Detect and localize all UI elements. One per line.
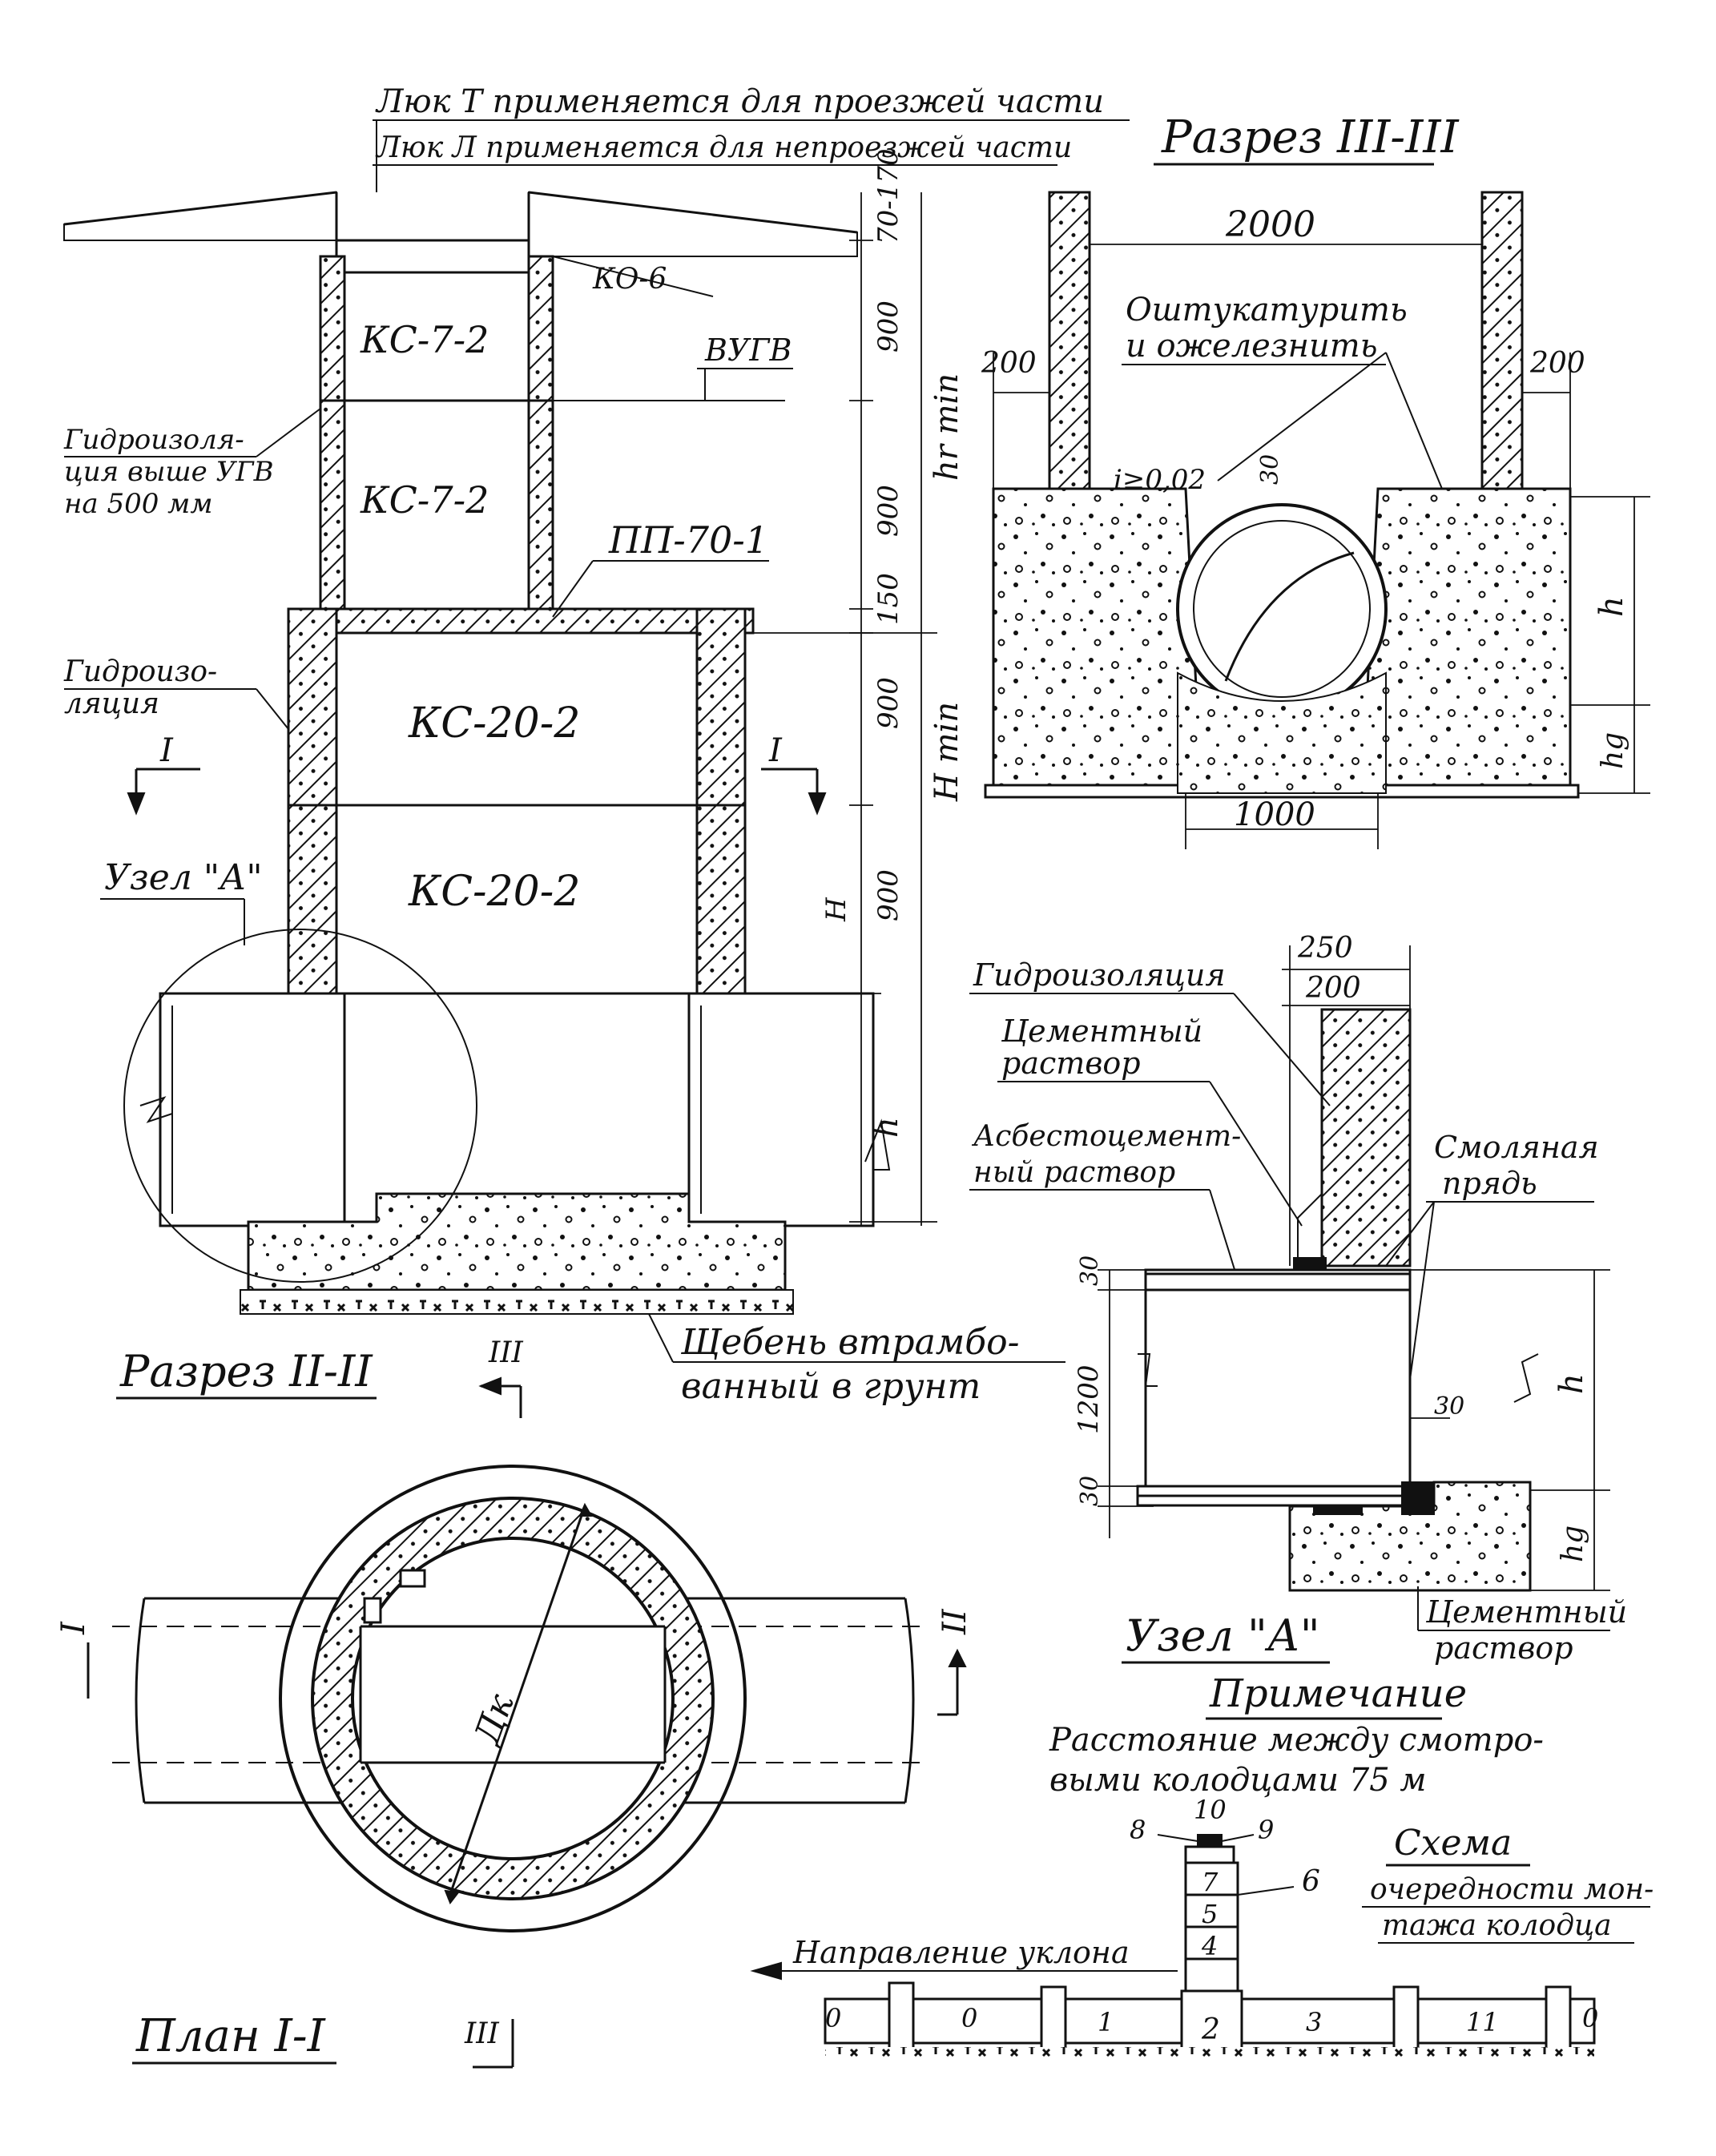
cement-bottom-1: Цементный bbox=[1425, 1594, 1627, 1630]
node-a-detail: 250 200 Гидроизоляция Цементный раствор … bbox=[969, 932, 1627, 1666]
plaster-label-2: и ожелезнить bbox=[1126, 328, 1377, 365]
dim-70-170: 70-170 bbox=[872, 148, 904, 244]
scheme-line-1: очередности мон- bbox=[1370, 1873, 1654, 1906]
cement-bottom-2: раствор bbox=[1434, 1630, 1573, 1666]
waterproof-bottom-2: ляция bbox=[64, 687, 159, 720]
scheme-num-7: 7 bbox=[1202, 1867, 1219, 1897]
section-mark-left: I bbox=[159, 732, 174, 769]
plan-i-i: Дк I II III План I-I bbox=[55, 1465, 973, 2069]
waterproof-top-3: на 500 мм bbox=[64, 488, 213, 520]
scheme-num-5: 5 bbox=[1202, 1899, 1218, 1929]
plan-mark-left: I bbox=[55, 1621, 92, 1635]
scheme-num-0a: 0 bbox=[825, 2003, 841, 2033]
base-1000: 1000 bbox=[1234, 796, 1315, 833]
tar-label-1: Смоляная bbox=[1434, 1130, 1599, 1165]
gravel-label-1: Щебень втрамбо- bbox=[680, 1322, 1020, 1363]
groundwater-label: ВУГВ bbox=[704, 332, 792, 368]
dim-900-c: 900 bbox=[872, 677, 904, 729]
dim-30-a: 30 bbox=[1076, 1255, 1104, 1286]
ring-label-4: КС-20-2 bbox=[408, 868, 580, 916]
scheme-num-9: 9 bbox=[1258, 1815, 1274, 1845]
dim-250: 250 bbox=[1297, 932, 1353, 965]
wall-left-200: 200 bbox=[981, 347, 1037, 380]
section-mark-iii-top: III bbox=[488, 1336, 523, 1369]
dim-150: 150 bbox=[872, 573, 904, 625]
dim-h-node: h bbox=[1553, 1373, 1590, 1394]
scheme-num-8: 8 bbox=[1130, 1815, 1146, 1845]
scheme-num-0b: 0 bbox=[1582, 2003, 1598, 2033]
asbestos-label-2: ный раствор bbox=[973, 1156, 1175, 1189]
node-ref-label: Узел "А" bbox=[104, 857, 263, 898]
dim-hg-iii: hg bbox=[1597, 732, 1629, 769]
assembly-scheme: Схема очередности мон- тажа колодца Напр… bbox=[750, 1795, 1654, 2067]
scheme-num-11: 11 bbox=[1466, 2007, 1499, 2037]
dim-900-a: 900 bbox=[872, 300, 904, 353]
section-ii-title: Разрез II-II bbox=[119, 1346, 373, 1396]
scheme-title: Схема bbox=[1394, 1823, 1512, 1864]
note-line-2: выми колодцами 75 м bbox=[1049, 1762, 1427, 1799]
dim-900-d: 900 bbox=[872, 869, 904, 921]
waterproof-bottom-1: Гидроизо- bbox=[63, 655, 217, 688]
waterproof-top-1: Гидроизоля- bbox=[63, 424, 244, 456]
dim-1200: 1200 bbox=[1073, 1364, 1105, 1434]
dim-hg-node: hg bbox=[1557, 1525, 1589, 1562]
hatch-note-1: Люк Т применяется для проезжей части bbox=[375, 83, 1104, 120]
scheme-num-1: 1 bbox=[1098, 2007, 1114, 2037]
dim-H-min: H min bbox=[928, 702, 965, 802]
hatch-note-2: Люк Л применяется для непроезжей части bbox=[375, 131, 1072, 164]
dim-200: 200 bbox=[1305, 972, 1361, 1005]
slope-label: i≥0,02 bbox=[1114, 464, 1206, 496]
scheme-num-10: 10 bbox=[1194, 1795, 1227, 1825]
note-block: Примечание Расстояние между смотро- выми… bbox=[1049, 1671, 1544, 1799]
plaster-label-1: Оштукатурить bbox=[1126, 292, 1408, 328]
dim-h-left: h bbox=[868, 1117, 905, 1138]
scheme-num-4: 4 bbox=[1201, 1931, 1218, 1961]
dim-30-iii: 30 bbox=[1256, 454, 1284, 485]
dim-h-iii: h bbox=[1593, 596, 1630, 617]
width-2000: 2000 bbox=[1225, 204, 1315, 245]
ring-label-1: КС-7-2 bbox=[360, 318, 489, 361]
plan-mark-right: II bbox=[937, 1608, 973, 1635]
support-ring-label: КО-6 bbox=[592, 263, 667, 296]
dim-30-b: 30 bbox=[1076, 1476, 1104, 1506]
waterproofing-label: Гидроизоляция bbox=[973, 957, 1226, 993]
note-line-1: Расстояние между смотро- bbox=[1049, 1722, 1544, 1759]
dim-900-b: 900 bbox=[872, 485, 904, 537]
gravel-label-2: ванный в грунт bbox=[681, 1366, 981, 1407]
note-title: Примечание bbox=[1209, 1671, 1467, 1716]
section-ii: ВУГВ КС-7-2 КС-7-2 КС-20-2 КС-20-2 ПП-70… bbox=[63, 148, 1065, 1418]
scheme-num-6: 6 bbox=[1302, 1865, 1320, 1898]
scheme-num-0: 0 bbox=[961, 2003, 977, 2033]
dim-hr-min: hr min bbox=[928, 373, 965, 481]
section-iii: Разрез III-III 2000 200 200 Оштукатурить… bbox=[981, 111, 1650, 849]
wall-right-200: 200 bbox=[1529, 347, 1585, 380]
cement-label-1: Цементный bbox=[1001, 1014, 1202, 1049]
section-mark-right: I bbox=[768, 732, 783, 769]
cement-label-2: раствор bbox=[1001, 1046, 1141, 1081]
slope-direction-label: Направление уклона bbox=[792, 1935, 1130, 1970]
tar-label-2: прядь bbox=[1442, 1166, 1537, 1201]
ring-label-3: КС-20-2 bbox=[408, 699, 580, 748]
slab-label: ПП-70-1 bbox=[608, 518, 768, 562]
waterproof-top-2: ция выше УГВ bbox=[64, 456, 274, 488]
ring-label-2: КС-7-2 bbox=[360, 478, 489, 522]
scheme-num-2: 2 bbox=[1201, 2013, 1220, 2046]
dim-H: H bbox=[820, 897, 852, 922]
scheme-num-3: 3 bbox=[1306, 2007, 1322, 2037]
scheme-line-2: тажа колодца bbox=[1382, 1909, 1612, 1942]
dim-30-c: 30 bbox=[1434, 1392, 1464, 1421]
plan-title: План I-I bbox=[135, 2010, 327, 2062]
section-iii-title: Разрез III-III bbox=[1161, 111, 1460, 163]
node-a-title: Узел "А" bbox=[1126, 1610, 1320, 1661]
plan-mark-bottom: III bbox=[464, 2017, 499, 2050]
asbestos-label-1: Асбестоцемент- bbox=[971, 1120, 1241, 1153]
